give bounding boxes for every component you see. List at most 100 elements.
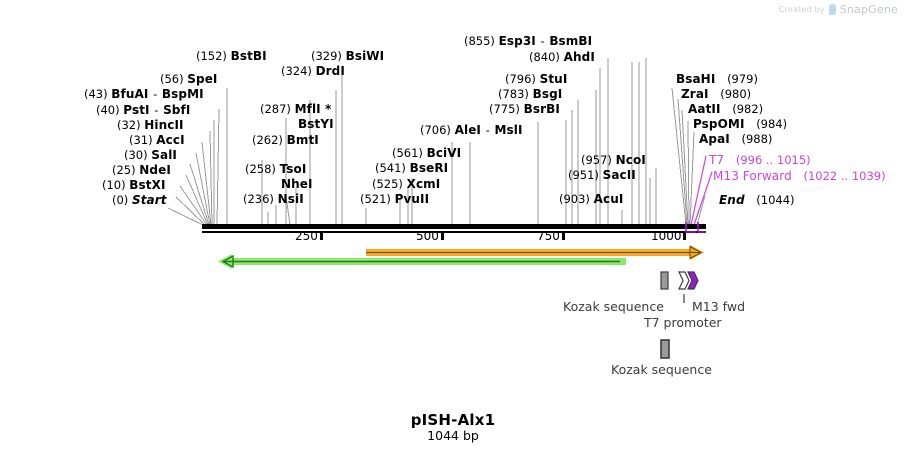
site-label-tsoi[interactable]: (258) TsoI bbox=[245, 163, 306, 176]
site-position-pspomi: (984) bbox=[756, 117, 788, 131]
site-enzyme-bsiwi: BsiWI bbox=[345, 49, 385, 63]
site-label-aatii[interactable]: AatII (982) bbox=[688, 103, 763, 116]
site-enzyme-apai: ApaI bbox=[699, 132, 730, 146]
site-label-bsahi[interactable]: BsaHI (979) bbox=[676, 73, 758, 86]
site-label-nsii[interactable]: (236) NsiI bbox=[243, 193, 304, 206]
site-position-pvuii: (521) bbox=[360, 192, 391, 206]
primer-name-t7: T7 bbox=[709, 153, 725, 167]
watermark-created-by: Created by bbox=[778, 5, 825, 14]
enzyme-separator: - bbox=[153, 87, 158, 101]
site-enzyme-bseri: BseRI bbox=[409, 161, 449, 175]
site-label-sacii[interactable]: (951) SacII bbox=[568, 169, 636, 182]
site-position-acci: (31) bbox=[129, 133, 153, 147]
feature-label-m13-fwd[interactable]: M13 fwd bbox=[692, 299, 746, 314]
site-enzyme-bstxi: BstXI bbox=[129, 178, 166, 192]
site-enzyme-sacii: SacII bbox=[602, 168, 636, 182]
site-enzyme-psti: PstI bbox=[123, 103, 150, 117]
site-position-ahdi: (840) bbox=[529, 50, 560, 64]
site-label-bseri[interactable]: (541) BseRI bbox=[375, 162, 448, 175]
enzyme-separator: - bbox=[154, 103, 159, 117]
site-enzyme-aatii: AatII bbox=[688, 102, 721, 116]
site-enzyme-bstyi: BstYI bbox=[298, 117, 334, 131]
site-enzyme-sali: SalI bbox=[151, 148, 177, 162]
site-label-ndei[interactable]: (25) NdeI bbox=[112, 164, 171, 177]
site-label-zrai[interactable]: ZraI (980) bbox=[681, 88, 751, 101]
site-label-esp3i[interactable]: (855) Esp3I - BsmBI bbox=[464, 35, 592, 48]
green-feature-arrow bbox=[218, 254, 626, 269]
feature-label-kozak-lower[interactable]: Kozak sequence bbox=[611, 362, 712, 377]
site-position-aatii: (982) bbox=[732, 102, 764, 116]
site-position-bseri: (541) bbox=[375, 161, 406, 175]
t7-promoter-glyph bbox=[678, 271, 690, 290]
site-enzyme-zrai: ZraI bbox=[681, 87, 709, 101]
site-enzyme-alei: AleI bbox=[454, 123, 481, 137]
orange-feature-arrow bbox=[366, 245, 704, 260]
site-label-sali[interactable]: (30) SalI bbox=[124, 149, 177, 162]
primer-label-m13-forward[interactable]: M13 Forward (1022 .. 1039) bbox=[713, 170, 886, 183]
site-position-zrai: (980) bbox=[720, 87, 752, 101]
site-position-mfli: (287) bbox=[260, 102, 291, 116]
site-position-stui: (796) bbox=[505, 72, 536, 86]
site-label-drdi[interactable]: (324) DrdI bbox=[281, 65, 345, 78]
enzyme-separator: - bbox=[485, 123, 490, 137]
site-enzyme-bsahi: BsaHI bbox=[676, 72, 716, 86]
snapgene-watermark: Created by SnapGene bbox=[779, 3, 898, 16]
site-position-ncoi: (957) bbox=[581, 153, 612, 167]
site-label-acci[interactable]: (31) AccI bbox=[129, 134, 185, 147]
site-label-bcivi[interactable]: (561) BciVI bbox=[392, 147, 461, 160]
primer-label-t7[interactable]: T7 (996 .. 1015) bbox=[709, 154, 811, 167]
site-enzyme-pvuii: PvuII bbox=[394, 192, 430, 206]
site-enzyme-nsii: NsiI bbox=[277, 192, 304, 206]
site-label-bstbi[interactable]: (152) BstBI bbox=[196, 50, 267, 63]
site-label-acui[interactable]: (903) AcuI bbox=[559, 193, 623, 206]
site-label-bsrbi[interactable]: (775) BsrBI bbox=[489, 103, 560, 116]
site-label-stui[interactable]: (796) StuI bbox=[505, 73, 567, 86]
site-label-hincii[interactable]: (32) HincII bbox=[117, 119, 184, 132]
site-enzyme-bcivi: BciVI bbox=[426, 146, 462, 160]
site-position-end: (1044) bbox=[756, 193, 795, 207]
site-position-acui: (903) bbox=[559, 192, 590, 206]
site-label-mfli[interactable]: (287) MflI * bbox=[260, 103, 331, 116]
site-label-spei[interactable]: (56) SpeI bbox=[160, 73, 218, 86]
site-label-bsiwi[interactable]: (329) BsiWI bbox=[311, 50, 384, 63]
site-label-bfuai[interactable]: (43) BfuAI - BspMI bbox=[84, 88, 204, 101]
site-enzyme-bstbi: BstBI bbox=[230, 49, 267, 63]
kozak-lower-glyph bbox=[660, 339, 670, 359]
site-label-nhei[interactable]: NheI bbox=[281, 178, 313, 191]
site-label-apai[interactable]: ApaI (988) bbox=[699, 133, 772, 146]
site-position-esp3i: (855) bbox=[464, 34, 495, 48]
site-position-hincii: (32) bbox=[117, 118, 141, 132]
site-label-pspomi[interactable]: PspOMI (984) bbox=[693, 118, 787, 131]
site-label-ahdi[interactable]: (840) AhdI bbox=[529, 51, 595, 64]
site-position-drdi: (324) bbox=[281, 64, 312, 78]
site-enzyme-esp3i: Esp3I bbox=[498, 34, 536, 48]
kozak-upper-glyph bbox=[660, 271, 669, 290]
site-enzyme-ndei: NdeI bbox=[139, 163, 171, 177]
site-position-ndei: (25) bbox=[112, 163, 136, 177]
site-label-bsgi[interactable]: (783) BsgI bbox=[498, 88, 562, 101]
site-position-bstbi: (152) bbox=[196, 49, 227, 63]
site-enzyme-pspomi: PspOMI bbox=[693, 117, 745, 131]
site-label-ncoi[interactable]: (957) NcoI bbox=[581, 154, 646, 167]
primer-range-m13-forward: (1022 .. 1039) bbox=[803, 169, 886, 183]
site-label-alei[interactable]: (706) AleI - MslI bbox=[420, 124, 523, 137]
feature-label-t7-promoter[interactable]: T7 promoter bbox=[644, 315, 722, 330]
site-enzyme-acui: AcuI bbox=[593, 192, 624, 206]
site-label-xcmi[interactable]: (525) XcmI bbox=[372, 178, 440, 191]
site-label-pvuii[interactable]: (521) PvuII bbox=[360, 193, 429, 206]
site-label-start[interactable]: (0) Start bbox=[112, 194, 167, 207]
site-enzyme-end: End bbox=[719, 193, 745, 207]
site-position-bfuai: (43) bbox=[84, 87, 108, 101]
site-enzyme-bfuai: BfuAI bbox=[111, 87, 149, 101]
site-label-bstyi[interactable]: BstYI bbox=[298, 118, 334, 131]
feature-label-kozak-upper[interactable]: Kozak sequence bbox=[563, 299, 664, 314]
site-enzyme-tsoi: TsoI bbox=[279, 162, 307, 176]
site-label-psti[interactable]: (40) PstI - SbfI bbox=[96, 104, 190, 117]
site-label-bstxi[interactable]: (10) BstXI bbox=[102, 179, 166, 192]
site-enzyme-bsmbi: BsmBI bbox=[549, 34, 593, 48]
site-label-bmti[interactable]: (262) BmtI bbox=[252, 134, 319, 147]
site-label-end[interactable]: End (1044) bbox=[719, 194, 795, 207]
ruler-tick-500: 500 bbox=[416, 229, 439, 243]
